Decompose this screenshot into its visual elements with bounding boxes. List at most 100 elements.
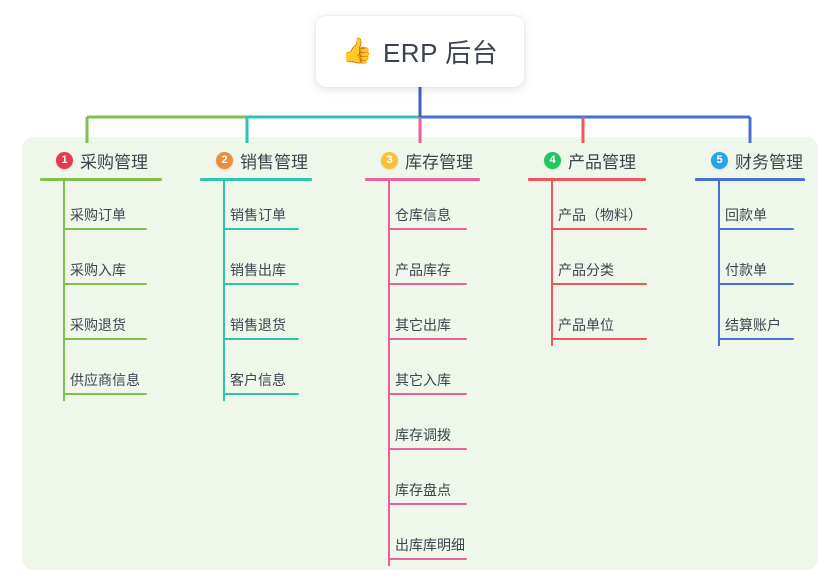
column-4: 4 产品管理产品（物料） 产品分类产品单位 xyxy=(528,148,647,346)
list-item[interactable]: 其它出库 xyxy=(365,291,480,346)
column-title: 采购管理 xyxy=(80,152,148,172)
list-item-rule xyxy=(223,338,299,340)
list-item-rule xyxy=(63,283,147,285)
list-item-rule xyxy=(718,228,794,230)
list-item[interactable]: 库存调拨 xyxy=(365,401,480,456)
list-item-label: 库存调拨 xyxy=(395,427,451,443)
column-item-list: 产品（物料） 产品分类产品单位 xyxy=(528,181,647,346)
list-item-label: 产品库存 xyxy=(395,262,451,278)
root-node-title: ERP 后台 xyxy=(382,38,499,68)
column-title: 销售管理 xyxy=(240,152,308,172)
column-2: 2 销售管理销售订单销售出库销售退货客户信息 xyxy=(200,148,312,401)
list-item-rule xyxy=(388,448,467,450)
list-item-label: 付款单 xyxy=(725,262,767,278)
list-item-label: 销售订单 xyxy=(230,207,286,223)
list-item-label: 供应商信息 xyxy=(70,372,140,388)
root-node[interactable]: 👍 ERP 后台 xyxy=(316,16,524,87)
list-item-label: 采购退货 xyxy=(70,317,126,333)
branch-spine xyxy=(388,181,390,566)
column-1: 1 采购管理采购订单采购入库采购退货供应商信息 xyxy=(40,148,162,401)
list-item[interactable]: 库存盘点 xyxy=(365,456,480,511)
list-item-label: 产品（物料） xyxy=(558,207,642,223)
list-item[interactable]: 付款单 xyxy=(695,236,805,291)
column-title: 产品管理 xyxy=(568,152,636,172)
column-5: 5 财务管理回款单付款单结算账户 xyxy=(695,148,805,346)
column-item-list: 销售订单销售出库销售退货客户信息 xyxy=(200,181,312,401)
list-item-label: 其它出库 xyxy=(395,317,451,333)
column-number-badge: 1 xyxy=(56,151,73,169)
list-item-label: 结算账户 xyxy=(725,317,781,333)
list-item-label: 销售退货 xyxy=(230,317,286,333)
list-item-label: 仓库信息 xyxy=(395,207,451,223)
column-header[interactable]: 5 财务管理 xyxy=(695,148,805,172)
branch-spine xyxy=(223,181,225,401)
list-item[interactable]: 销售订单 xyxy=(200,181,312,236)
list-item-rule xyxy=(223,283,299,285)
list-item-label: 产品单位 xyxy=(558,317,614,333)
branch-spine xyxy=(551,181,553,346)
list-item[interactable]: 产品库存 xyxy=(365,236,480,291)
list-item[interactable]: 产品单位 xyxy=(528,291,647,346)
list-item-rule xyxy=(388,558,467,560)
column-header-rule xyxy=(200,178,312,181)
column-number-badge: 5 xyxy=(711,151,728,169)
list-item[interactable]: 销售出库 xyxy=(200,236,312,291)
list-item-rule xyxy=(223,228,299,230)
column-number-badge: 4 xyxy=(544,151,561,169)
list-item-rule xyxy=(223,393,299,395)
list-item-rule xyxy=(551,228,647,230)
list-item-label: 销售出库 xyxy=(230,262,286,278)
list-item-label: 库存盘点 xyxy=(395,482,451,498)
column-title: 库存管理 xyxy=(405,152,473,172)
branch-spine xyxy=(63,181,65,401)
list-item-label: 采购入库 xyxy=(70,262,126,278)
list-item[interactable]: 客户信息 xyxy=(200,346,312,401)
column-title: 财务管理 xyxy=(735,152,803,172)
column-header-rule xyxy=(40,178,162,181)
list-item-rule xyxy=(388,338,467,340)
list-item[interactable]: 产品分类 xyxy=(528,236,647,291)
list-item-rule xyxy=(388,503,467,505)
list-item[interactable]: 采购订单 xyxy=(40,181,162,236)
column-header[interactable]: 2 销售管理 xyxy=(200,148,312,172)
list-item[interactable]: 销售退货 xyxy=(200,291,312,346)
column-header-rule xyxy=(695,178,805,181)
list-item-rule xyxy=(388,393,467,395)
list-item-label: 采购订单 xyxy=(70,207,126,223)
list-item[interactable]: 出库库明细 xyxy=(365,511,480,566)
column-3: 3 库存管理仓库信息产品库存其它出库其它入库库存调拨库存盘点出库库明细 xyxy=(365,148,480,566)
list-item-label: 产品分类 xyxy=(558,262,614,278)
column-item-list: 回款单付款单结算账户 xyxy=(695,181,805,346)
column-header-rule xyxy=(365,178,480,181)
list-item-rule xyxy=(63,228,147,230)
list-item[interactable]: 仓库信息 xyxy=(365,181,480,236)
list-item[interactable]: 采购退货 xyxy=(40,291,162,346)
list-item[interactable]: 产品（物料） xyxy=(528,181,647,236)
column-item-list: 采购订单采购入库采购退货供应商信息 xyxy=(40,181,162,401)
list-item-rule xyxy=(718,338,794,340)
list-item-label: 其它入库 xyxy=(395,372,451,388)
list-item[interactable]: 采购入库 xyxy=(40,236,162,291)
column-header[interactable]: 3 库存管理 xyxy=(365,148,480,172)
list-item[interactable]: 其它入库 xyxy=(365,346,480,401)
columns-panel xyxy=(22,137,818,570)
list-item-rule xyxy=(63,393,147,395)
list-item[interactable]: 供应商信息 xyxy=(40,346,162,401)
thumbs-up-icon: 👍 xyxy=(341,37,373,65)
column-number-badge: 2 xyxy=(216,151,233,169)
list-item-rule xyxy=(551,338,647,340)
column-header[interactable]: 1 采购管理 xyxy=(40,148,162,172)
list-item-rule xyxy=(388,228,467,230)
list-item-label: 客户信息 xyxy=(230,372,286,388)
list-item-rule xyxy=(551,283,647,285)
column-item-list: 仓库信息产品库存其它出库其它入库库存调拨库存盘点出库库明细 xyxy=(365,181,480,566)
list-item[interactable]: 结算账户 xyxy=(695,291,805,346)
column-number-badge: 3 xyxy=(381,151,398,169)
list-item-rule xyxy=(718,283,794,285)
list-item-rule xyxy=(388,283,467,285)
column-header[interactable]: 4 产品管理 xyxy=(528,148,646,172)
list-item[interactable]: 回款单 xyxy=(695,181,805,236)
column-header-rule xyxy=(528,178,646,181)
list-item-label: 回款单 xyxy=(725,207,767,223)
